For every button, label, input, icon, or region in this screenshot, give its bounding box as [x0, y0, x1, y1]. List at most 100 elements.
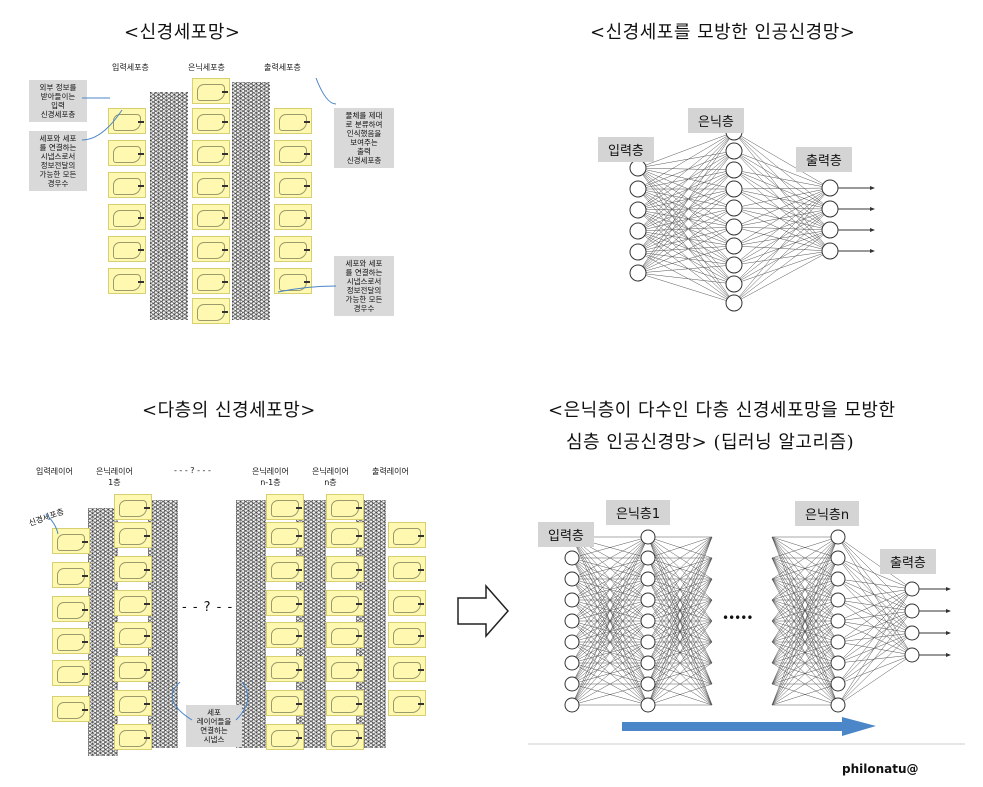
synapse-edge	[771, 536, 839, 706]
synapse-edge	[733, 208, 831, 228]
synapse-edge	[837, 610, 913, 685]
neuron-node	[629, 180, 647, 198]
neuron-node	[725, 161, 743, 179]
q3-output-cell	[388, 656, 426, 682]
neuron-node	[725, 142, 743, 160]
synapse-edge	[637, 272, 735, 285]
synapse-edge	[837, 588, 913, 664]
synapse-edge	[571, 620, 649, 706]
synapse-edge	[637, 188, 735, 247]
synapse-edge	[647, 536, 713, 622]
synapse-edge	[733, 207, 831, 210]
synapse-edge	[733, 229, 831, 304]
q1-input-cell	[108, 140, 146, 166]
synapse-edge	[637, 131, 735, 211]
neuron-node	[640, 592, 656, 608]
synapse-edge	[571, 641, 649, 706]
synapse-edge	[637, 230, 735, 304]
synapse-edge	[837, 599, 913, 656]
synapse-edge	[571, 536, 649, 664]
synapse-edge	[637, 167, 735, 171]
neuron-node	[830, 655, 846, 671]
q3-hidden1-cell	[114, 590, 152, 616]
synapse-edge	[637, 209, 735, 247]
synapse-edge	[733, 150, 831, 189]
synapse-edge	[733, 208, 831, 285]
synapse-edge	[733, 229, 831, 266]
synapse-edge	[571, 599, 649, 706]
q3-output-cell	[388, 522, 426, 548]
synapse-edge	[647, 536, 713, 643]
synapse-edge	[837, 610, 913, 643]
synapse-edge	[733, 187, 831, 190]
synapse-edge	[637, 188, 735, 232]
synapse-edge	[571, 578, 649, 706]
q3-col-hidden1: 은닉레이어 1층	[96, 467, 133, 487]
synapse-edge	[733, 207, 831, 231]
callout-arrow	[171, 681, 193, 721]
synapse-edge	[733, 250, 831, 304]
flow-arrow-head	[842, 717, 876, 736]
q3-input-cell	[52, 628, 90, 654]
neuron-node	[640, 697, 656, 713]
neuron-node	[640, 613, 656, 629]
synapse-edge	[637, 167, 735, 266]
synapse-edge	[637, 188, 735, 211]
q3-hidden1-cell	[114, 494, 152, 520]
synapse-edge	[733, 187, 831, 304]
synapse-edge	[771, 599, 839, 706]
q4-ellipsis: •••••	[722, 611, 753, 625]
q3-input-cell	[52, 528, 90, 554]
synapse-edge	[647, 599, 713, 706]
synapse-edge	[733, 131, 831, 231]
neuron-node	[830, 571, 846, 587]
neuron-node	[725, 294, 743, 312]
q1-hidden-cell	[192, 204, 230, 230]
q3-hidden1-cell	[114, 522, 152, 548]
synapse-edge	[637, 169, 735, 232]
neuron-node	[640, 655, 656, 671]
q2-output-label: 출력층	[796, 147, 852, 172]
neuron-node	[725, 199, 743, 217]
neuron-node	[830, 529, 846, 545]
synapse-edge	[637, 207, 735, 211]
q3-middle-gap: - - ? - -	[182, 600, 234, 615]
synapse-edge	[637, 264, 735, 274]
q1-input-cell	[108, 108, 146, 134]
neuron-node	[830, 697, 846, 713]
synapse-edge	[733, 250, 831, 266]
q1-callout-synapse: 세포와 세포 를 연결하는 시냅스로서 정보전달의 가능한 모든 경우수	[29, 131, 87, 191]
synapse-edge	[637, 207, 735, 253]
q1-callout-input: 외부 정보를 받아들이는 입력 신경세포층	[29, 80, 87, 122]
q1-hidden-cell	[192, 108, 230, 134]
q3-hidden1-cell	[114, 690, 152, 716]
q1-col-input: 입력세포층	[112, 63, 149, 72]
neuron-node	[640, 634, 656, 650]
neuron-node	[564, 697, 580, 713]
synapse-edge	[647, 662, 713, 706]
neuron-node	[564, 550, 580, 566]
synapse-edge	[837, 641, 913, 656]
q2-input-label: 입력층	[598, 137, 654, 162]
synapse-edge	[837, 632, 913, 706]
synapse-edge	[771, 536, 839, 601]
synapse-edge	[837, 610, 913, 622]
synapse-edge	[771, 536, 839, 559]
synapse-edge	[733, 169, 831, 189]
synapse-edge	[733, 131, 831, 210]
synapse-edge	[637, 226, 735, 274]
synapse-edge	[571, 536, 649, 706]
synapse-edge	[637, 131, 735, 232]
synapse-edge	[571, 536, 649, 643]
synapse-edge	[771, 620, 839, 706]
synapse-edge	[571, 536, 649, 622]
q1-hidden-cell	[192, 78, 230, 104]
synapse-edge	[771, 536, 839, 643]
synapse-edge	[637, 251, 735, 304]
q3-hiddenn-cell	[326, 656, 364, 682]
synapse-edge	[637, 169, 735, 274]
synapse-edge	[637, 131, 735, 169]
output-arrowhead	[946, 631, 951, 635]
